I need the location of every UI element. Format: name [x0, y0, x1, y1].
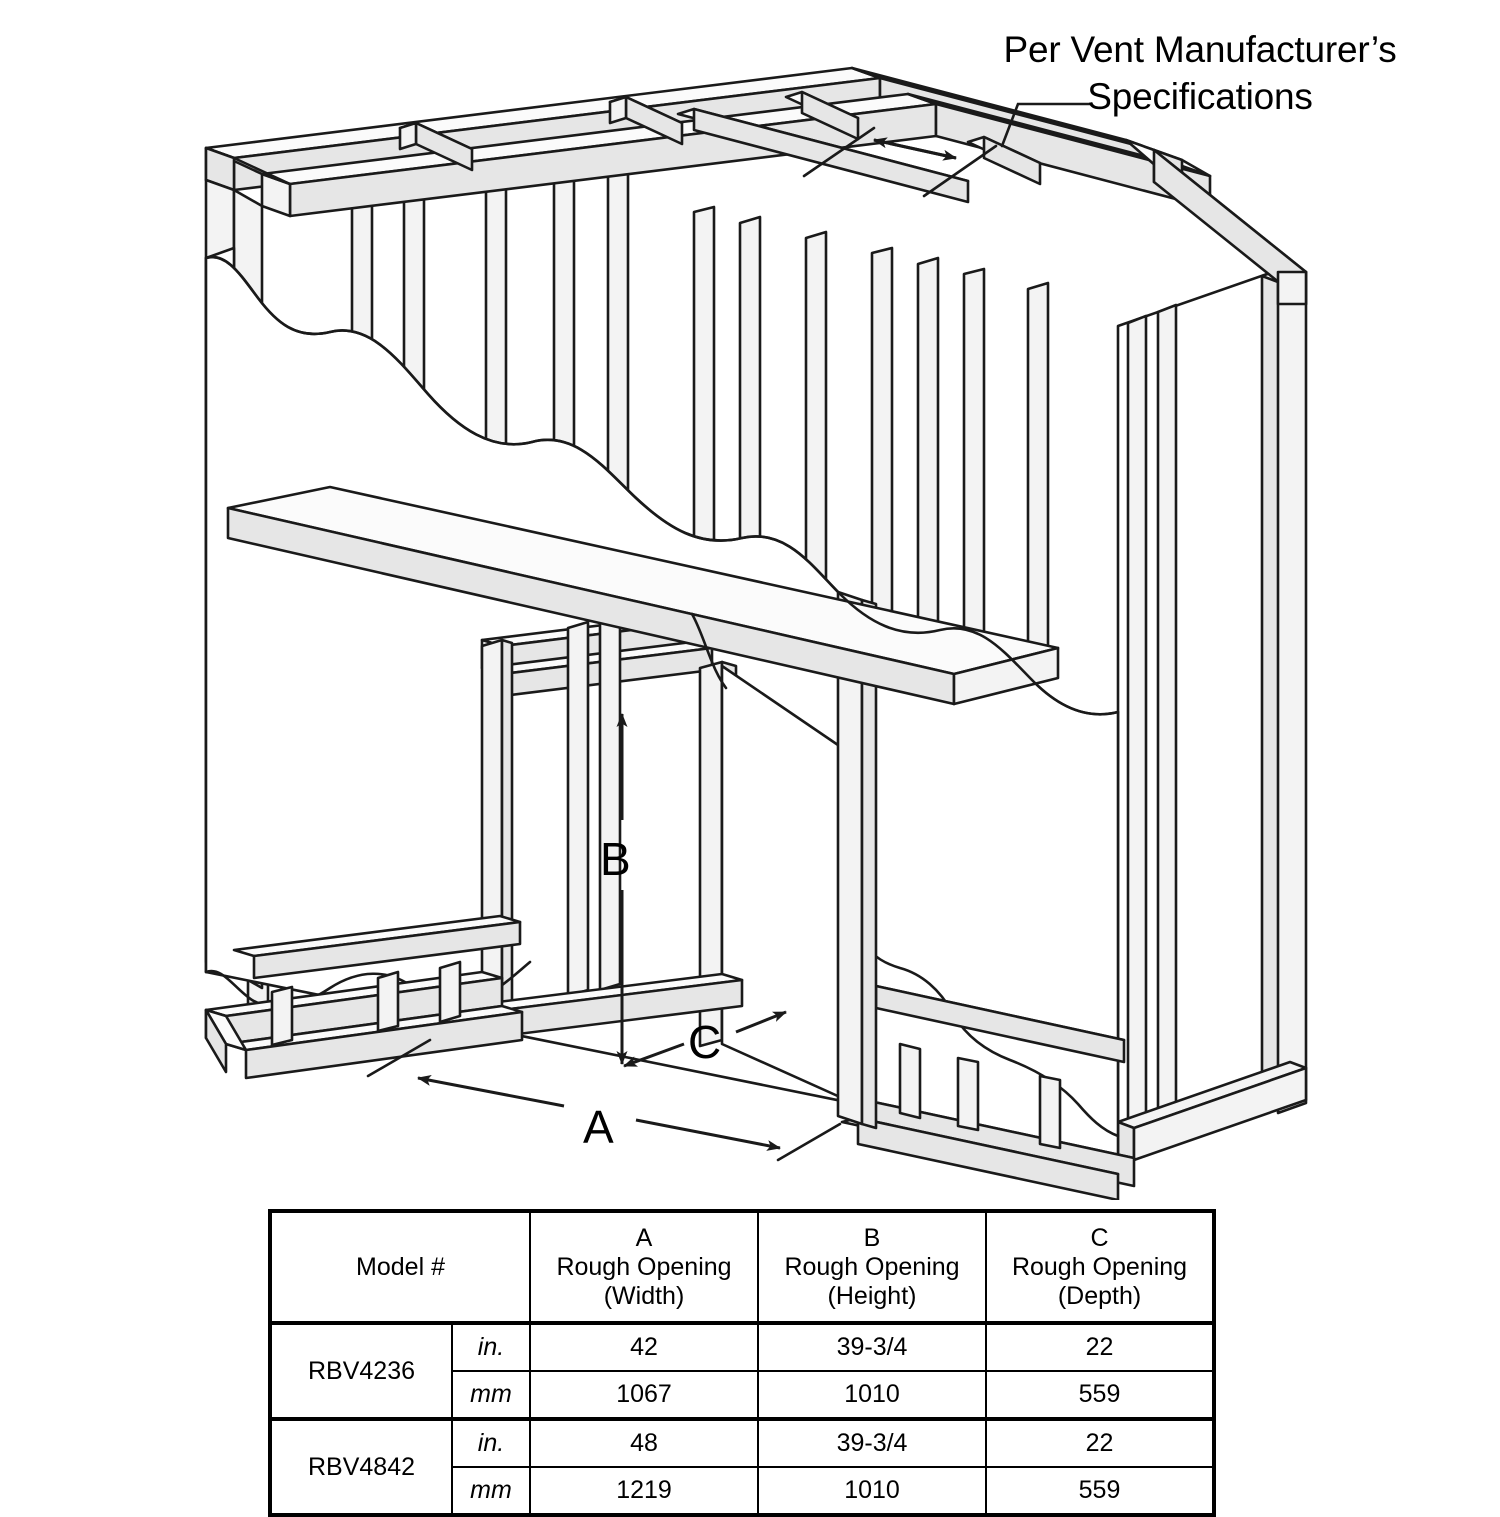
cell-unit-1-0: in.: [450, 1417, 532, 1468]
dimension-c-depth: [623, 1010, 787, 1068]
header-col-a: A Rough Opening (Width): [529, 1210, 760, 1324]
header-a-sub: (Width): [603, 1281, 685, 1310]
mantel-shelf: [226, 485, 1060, 706]
cell-b-1-1: 1010: [757, 1466, 988, 1516]
header-a-letter: A: [635, 1223, 653, 1252]
upper-break-line: [204, 255, 1120, 716]
header-model: Model #: [268, 1210, 532, 1324]
cell-unit-0-0: in.: [450, 1321, 532, 1372]
dimension-label-b: B: [600, 833, 631, 885]
cell-b-0-0: 39-3/4: [757, 1321, 988, 1372]
cell-b-1-0: 39-3/4: [757, 1417, 988, 1468]
rough-opening-spec-table: Model # A Rough Opening (Width) B Rough …: [268, 1209, 1217, 1517]
cell-c-1-0: 22: [985, 1417, 1216, 1468]
cell-c-0-0: 22: [985, 1321, 1216, 1372]
header-b-title: Rough Opening: [784, 1252, 960, 1281]
top-plate-framing: [204, 66, 1308, 306]
dimension-a-width: [366, 1038, 842, 1162]
cell-c-1-1: 559: [985, 1466, 1216, 1516]
cell-a-0-1: 1067: [529, 1370, 760, 1420]
vent-depth-dimension: [802, 102, 1092, 198]
center-partition-post: [836, 590, 878, 1130]
header-b-letter: B: [863, 1223, 881, 1252]
table-header-row: Model # A Rough Opening (Width) B Rough …: [268, 1210, 1216, 1324]
spec-table-container: Model # A Rough Opening (Width) B Rough …: [268, 1209, 1217, 1517]
cell-unit-1-1: mm: [450, 1466, 532, 1516]
header-c-title: Rough Opening: [1011, 1252, 1188, 1281]
right-return-wall: [1116, 264, 1308, 1162]
table-row: RBV4236 in. 42 39-3/4 22: [269, 1321, 1216, 1420]
cell-c-0-1: 559: [985, 1370, 1216, 1420]
header-a-title: Rough Opening: [556, 1252, 732, 1281]
cell-model-0: RBV4236: [269, 1321, 453, 1420]
header-b-sub: (Height): [827, 1281, 917, 1310]
framing-isometric-drawing: .ln { fill:none; stroke:#1a1a1a; stroke-…: [204, 66, 1308, 1200]
header-col-c: C Rough Opening (Depth): [985, 1210, 1216, 1324]
lower-left-base-framing: [204, 914, 532, 1080]
cell-a-1-1: 1219: [529, 1466, 760, 1516]
cell-a-1-0: 48: [529, 1417, 760, 1468]
cell-b-0-1: 1010: [757, 1370, 988, 1420]
header-c-letter: C: [1090, 1223, 1109, 1252]
cell-a-0-0: 42: [529, 1321, 760, 1372]
dimension-label-a: A: [583, 1101, 614, 1153]
cell-unit-0-1: mm: [450, 1370, 532, 1420]
dimension-label-c: C: [688, 1016, 722, 1068]
table-row: RBV4842 in. 48 39-3/4 22: [269, 1417, 1216, 1516]
cell-model-1: RBV4842: [269, 1417, 453, 1516]
header-c-sub: (Depth): [1057, 1281, 1142, 1310]
table-row: mm 1067 1010 559: [270, 1370, 1216, 1420]
header-col-b: B Rough Opening (Height): [757, 1210, 988, 1324]
